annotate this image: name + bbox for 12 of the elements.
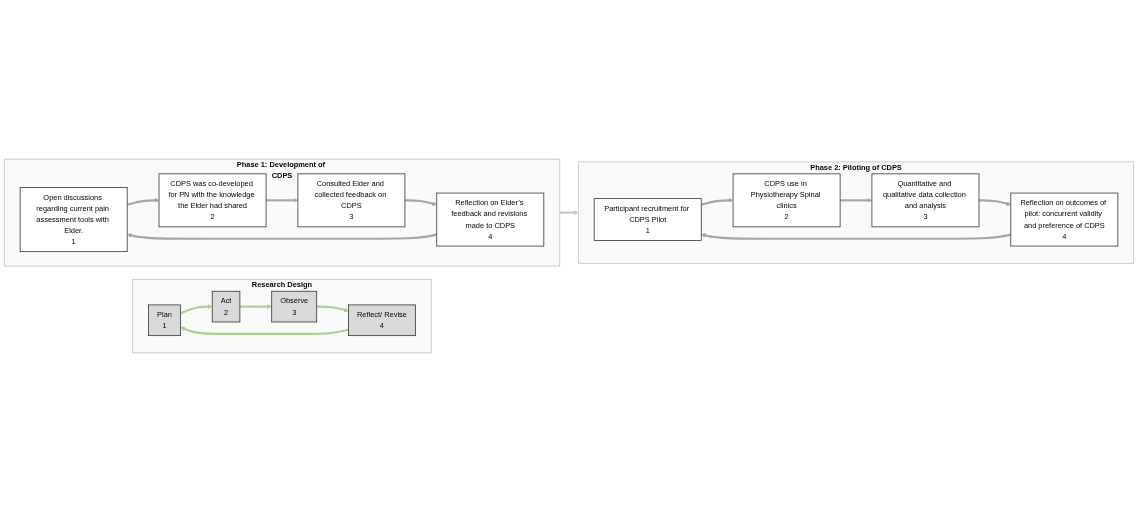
arrow <box>266 198 299 203</box>
arrow <box>180 326 349 335</box>
arrow <box>126 198 160 206</box>
arrow <box>127 233 438 240</box>
arrow <box>239 304 272 309</box>
arrow <box>979 199 1011 206</box>
arrow <box>701 233 1012 240</box>
arrow <box>316 305 349 313</box>
arrow <box>840 198 873 203</box>
arrow <box>180 304 213 315</box>
arrow <box>700 198 734 206</box>
arrow <box>404 199 437 206</box>
